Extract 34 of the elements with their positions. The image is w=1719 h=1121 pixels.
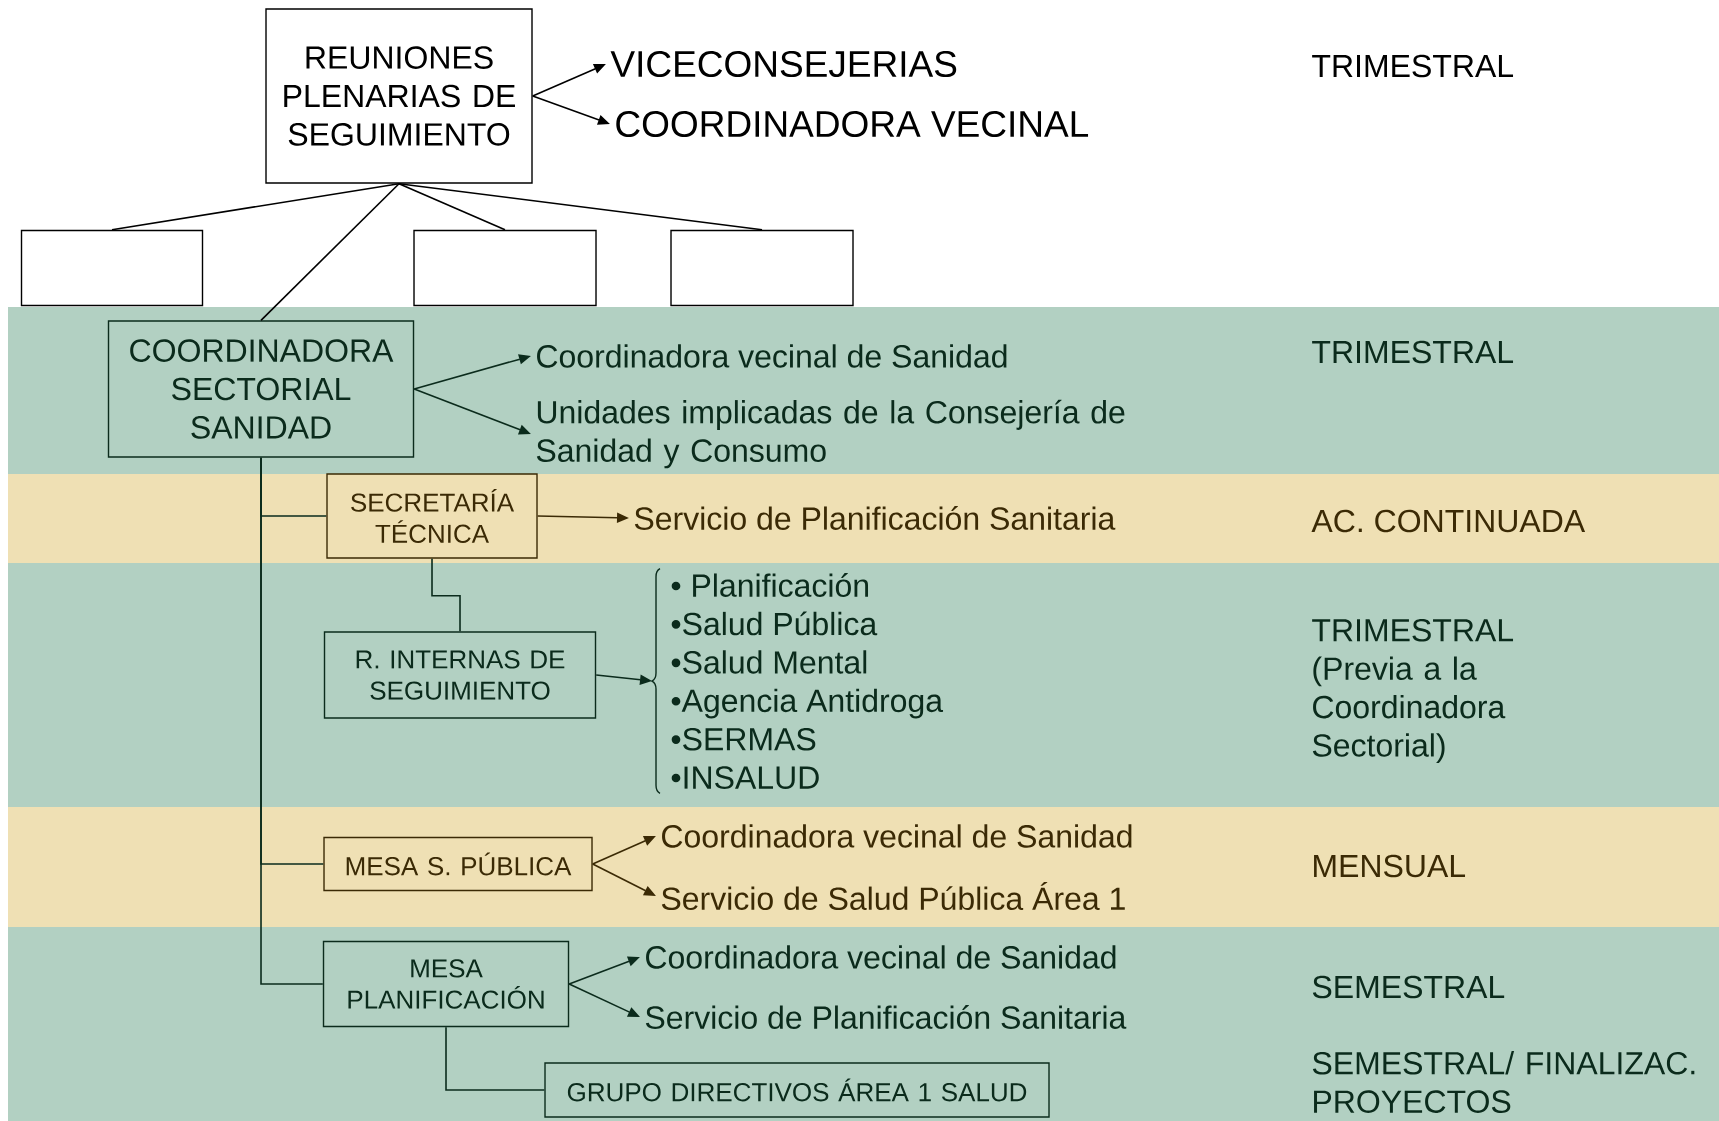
frequency-label: MENSUAL: [1314, 854, 1466, 878]
connector-line: [398, 182, 506, 231]
target-text: VICECONSEJERIAS: [610, 50, 957, 78]
bullet-list: • Planificación •Salud Pública •Salud Mental •Agencia Antidroga •SERMAS •INSALUD: [671, 573, 944, 789]
org-box: MESA PLANIFICACIÓN: [322, 940, 570, 1028]
org-box: SECRETARÍA TÉCNICA: [326, 473, 538, 559]
connector-line: [260, 456, 324, 985]
org-box: MESA S. PÚBLICA: [323, 836, 593, 892]
target-text: Coordinadora vecinal de Sanidad: [537, 344, 1007, 368]
target-text: Unidades implicadas de la Consejería de Sanidad y Consumo: [536, 399, 1125, 469]
org-box: GRUPO DIRECTIVOS ÁREA 1 SALUD: [544, 1062, 1050, 1118]
org-box: R. INTERNAS DE SEGUIMIENTO: [323, 631, 597, 719]
connector-line: [445, 1026, 546, 1091]
connector-line: [260, 182, 400, 322]
frequency-label: SEMESTRAL: [1312, 975, 1505, 999]
target-text: Coordinadora vecinal de Sanidad: [646, 945, 1116, 969]
frequency-label: TRIMESTRAL (Previa a la Coordinadora Sectorial): [1312, 618, 1514, 764]
frequency-label: TRIMESTRAL: [1312, 340, 1514, 364]
frequency-label: AC. CONTINUADA: [1311, 509, 1586, 533]
target-text: COORDINADORA VECINAL: [616, 110, 1089, 138]
org-box: REUNIONES PLENARIAS DE SEGUIMIENTO: [265, 8, 533, 184]
empty-box: [670, 229, 854, 307]
connector-line: [398, 182, 763, 231]
target-text: Servicio de Planificación Sanitaria: [645, 1005, 1127, 1029]
connector-line: [111, 182, 400, 231]
frequency-label: TRIMESTRAL: [1312, 54, 1514, 78]
frequency-label: SEMESTRAL/ FINALIZAC. PROYECTOS: [1312, 1051, 1695, 1113]
empty-box: [413, 229, 597, 307]
target-text: Coordinadora vecinal de Sanidad: [662, 824, 1132, 848]
org-box: COORDINADORA SECTORIAL SANIDAD: [107, 320, 415, 458]
target-text: Servicio de Salud Pública Área 1: [661, 881, 1125, 911]
connector-line: [431, 557, 461, 633]
empty-box: [20, 229, 204, 307]
target-text: Servicio de Planificación Sanitaria: [634, 506, 1116, 530]
